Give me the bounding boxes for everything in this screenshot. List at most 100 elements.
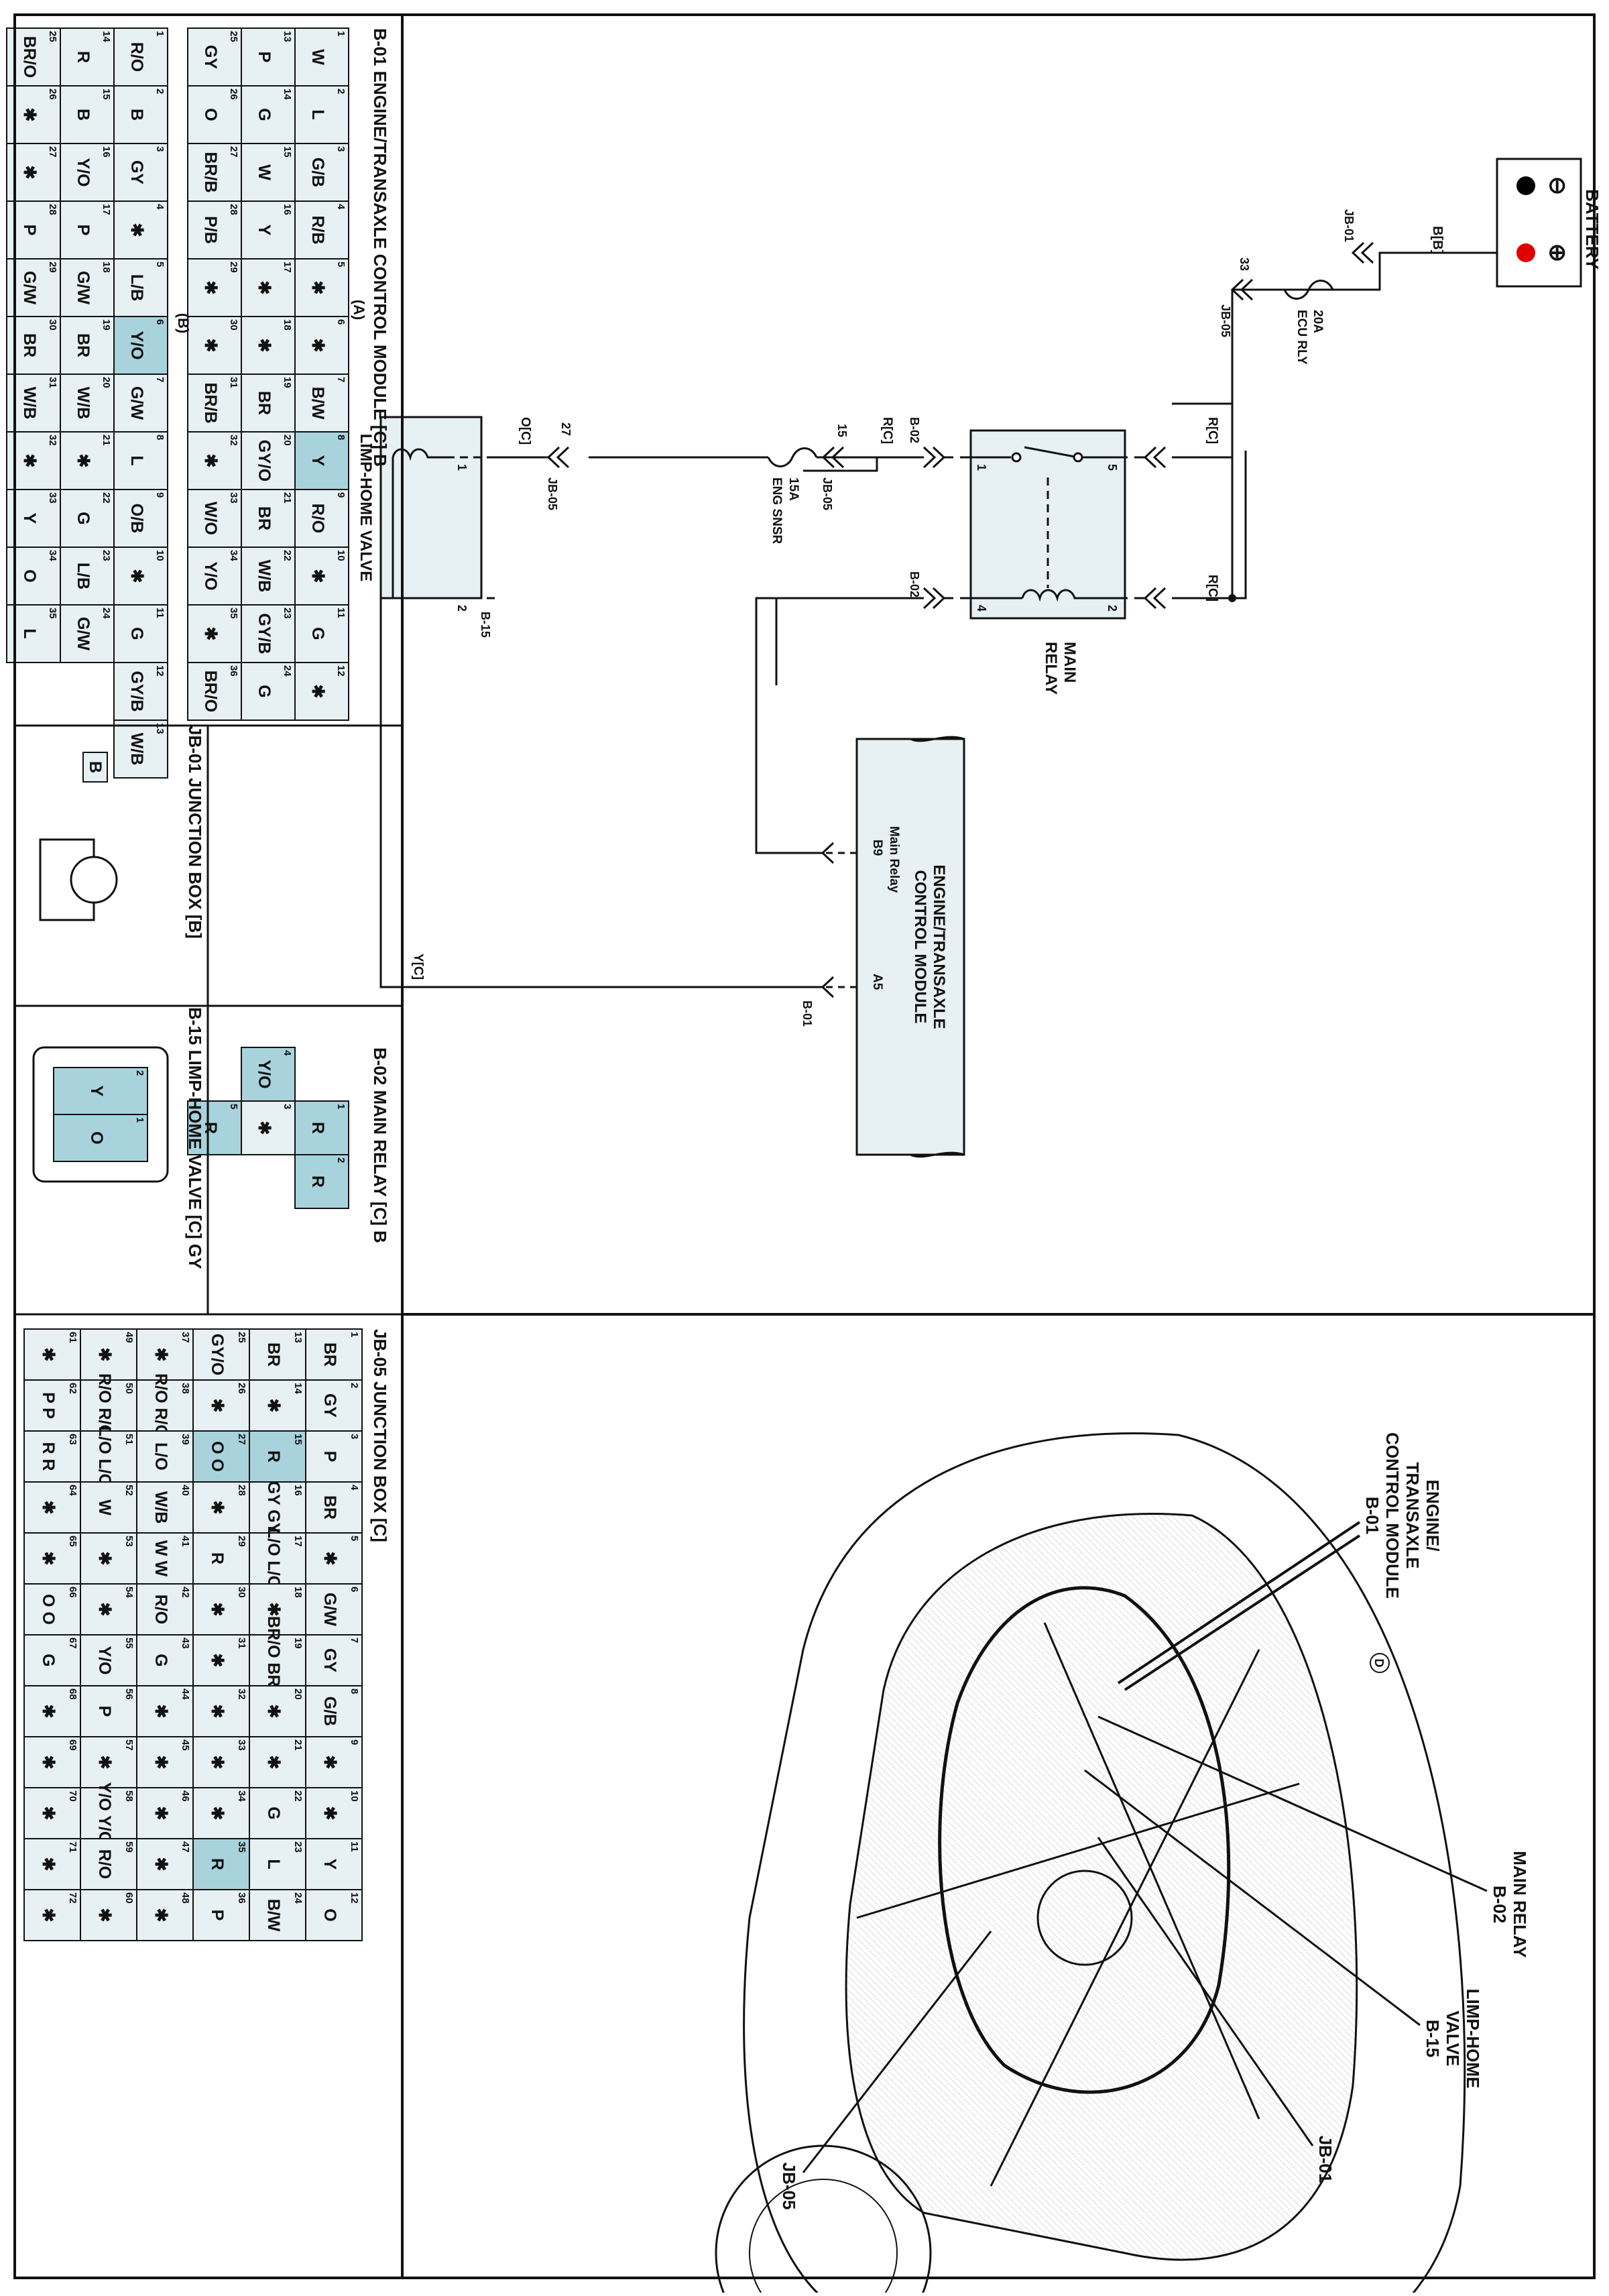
pin-color: ✱ bbox=[208, 1654, 227, 1668]
pin-number: 54 bbox=[123, 1587, 135, 1598]
pin-color: ✱ bbox=[308, 339, 327, 353]
pin-number: 14 bbox=[292, 1383, 304, 1394]
pin-color: L/O L/O bbox=[95, 1426, 114, 1487]
pin-number: 27 bbox=[228, 146, 239, 158]
pin-number: 21 bbox=[292, 1739, 304, 1751]
pin-number: 23 bbox=[282, 608, 293, 619]
loc-ecm-4: B-01 bbox=[1362, 1497, 1382, 1534]
pin-color: ✱ bbox=[152, 1806, 170, 1821]
pin-color: Y/O bbox=[127, 331, 146, 359]
pin-color: W/O bbox=[201, 502, 220, 535]
wire-relay-to-fuse bbox=[803, 456, 924, 472]
pin-number: 11 bbox=[335, 608, 347, 618]
pin-color: BR/B bbox=[201, 152, 220, 192]
pin-number: 7 bbox=[349, 1638, 360, 1643]
ecm-b01-connectors bbox=[821, 842, 835, 998]
pin-color: ✱ bbox=[39, 1501, 58, 1515]
jb01-ref: JB-01 bbox=[1342, 209, 1356, 242]
pin-color: O bbox=[87, 1131, 106, 1144]
pin-color: ✱ bbox=[208, 1756, 227, 1770]
pin-color: GY/O bbox=[208, 1334, 227, 1376]
jb01-terminal-label: B bbox=[86, 761, 105, 773]
pin-number: 5 bbox=[154, 262, 166, 267]
pin-number: 23 bbox=[101, 550, 112, 561]
pin-color: GY/B bbox=[255, 613, 274, 654]
pin-number: 14 bbox=[282, 89, 293, 100]
pin-color: R R bbox=[39, 1442, 58, 1471]
pin-number: 71 bbox=[67, 1841, 78, 1853]
pin-number: 23 bbox=[292, 1841, 304, 1853]
pin-color: R/O bbox=[127, 42, 146, 72]
pin-color: Y/O bbox=[201, 561, 220, 590]
pin-number: 49 bbox=[123, 1332, 135, 1343]
wire-main-relay-sense bbox=[755, 597, 924, 854]
pin-color: R bbox=[201, 1122, 220, 1134]
pin-number: 30 bbox=[228, 319, 239, 331]
pin-color: GY bbox=[127, 160, 146, 184]
pin-number: 9 bbox=[154, 492, 166, 498]
pin-color: G/W bbox=[127, 386, 146, 420]
pin-number: 15 bbox=[101, 89, 112, 100]
pin-number: 26 bbox=[236, 1383, 247, 1394]
pin-number: 15 bbox=[282, 146, 293, 158]
pin-color: R/O bbox=[95, 1849, 114, 1879]
pin-color: GY bbox=[320, 1393, 339, 1418]
pin-number: 29 bbox=[228, 262, 239, 273]
pin-color: Y bbox=[320, 1859, 339, 1870]
b01-connector-b: 1R/O2B3GY4✱5L/B6Y/O7G/W8L9O/B10✱11G12GY/… bbox=[6, 27, 168, 779]
pin-color: Y/O Y/O bbox=[95, 1782, 114, 1845]
pin-number: 6 bbox=[335, 319, 347, 325]
pin-color: R/O bbox=[308, 504, 327, 533]
pin-number: 26 bbox=[47, 89, 58, 100]
pin-number: 13 bbox=[282, 31, 293, 42]
pin-color: R bbox=[264, 1450, 283, 1462]
pin-number: 3 bbox=[154, 146, 166, 152]
fuse-ecu-jb-ref: JB-05 bbox=[1219, 304, 1232, 337]
pin-color: ✱ bbox=[208, 1501, 227, 1515]
pin-color: ✱ bbox=[320, 1552, 339, 1566]
fuse-eng-name: ENG SNSR bbox=[770, 477, 784, 544]
jb05-27-symbol bbox=[546, 446, 570, 469]
pin-color: ✱ bbox=[201, 627, 220, 641]
pin-color: ✱ bbox=[152, 1756, 170, 1770]
pin-number: 66 bbox=[67, 1587, 78, 1598]
pin-color: Y bbox=[308, 455, 327, 467]
pin-number: 41 bbox=[180, 1536, 191, 1547]
pin-number: 28 bbox=[47, 204, 58, 215]
relay-conn-ref-b: B-02 bbox=[908, 571, 921, 597]
pin-number: 4 bbox=[349, 1485, 360, 1491]
pin-color: G bbox=[255, 108, 274, 121]
pin-number: 1 bbox=[134, 1117, 145, 1123]
pin-color: W/B bbox=[255, 560, 274, 593]
pin-number: 27 bbox=[236, 1434, 247, 1445]
pin-number: 5 bbox=[228, 1104, 239, 1109]
jb01-title: JB-01 JUNCTION BOX [B] bbox=[185, 726, 205, 939]
pin-color: P P bbox=[39, 1392, 58, 1419]
pin-number: 14 bbox=[101, 31, 112, 42]
pin-cell bbox=[6, 604, 61, 663]
pin-color: BR bbox=[74, 333, 93, 357]
pin-number: 9 bbox=[349, 1739, 360, 1745]
pin-number: 21 bbox=[282, 492, 293, 504]
pin-color: ✱ bbox=[308, 281, 327, 295]
pin-color: Y bbox=[20, 513, 39, 524]
pin-number: 12 bbox=[154, 665, 166, 677]
panel-borders bbox=[13, 13, 1596, 2279]
pin-color: GY/B bbox=[127, 671, 146, 711]
pin-color: ✱ bbox=[255, 339, 274, 353]
pin-number: 33 bbox=[47, 492, 58, 504]
pin-number: 22 bbox=[101, 492, 112, 504]
pin-color: R bbox=[308, 1175, 327, 1188]
pin-color: ✱ bbox=[39, 1806, 58, 1821]
ecm-title-1: ENGINE/TRANSAXLE bbox=[930, 864, 948, 1029]
pin-number: 33 bbox=[228, 492, 239, 504]
wire-label-r-2: R[C] bbox=[1205, 575, 1219, 601]
jb05-title: JB-05 JUNCTION BOX [C] bbox=[370, 1329, 390, 1542]
valve-jb-ref: JB-05 bbox=[546, 477, 559, 510]
pin-number: 28 bbox=[228, 204, 239, 215]
pin-color: ✱ bbox=[308, 685, 327, 699]
pin-color: Y bbox=[87, 1086, 106, 1097]
schematic-panel: BATTERY ⊖ ⊕ B[B] JB-01 20A ECU RLY 33 JB… bbox=[357, 158, 1602, 1158]
pin-color: Y bbox=[255, 225, 274, 236]
